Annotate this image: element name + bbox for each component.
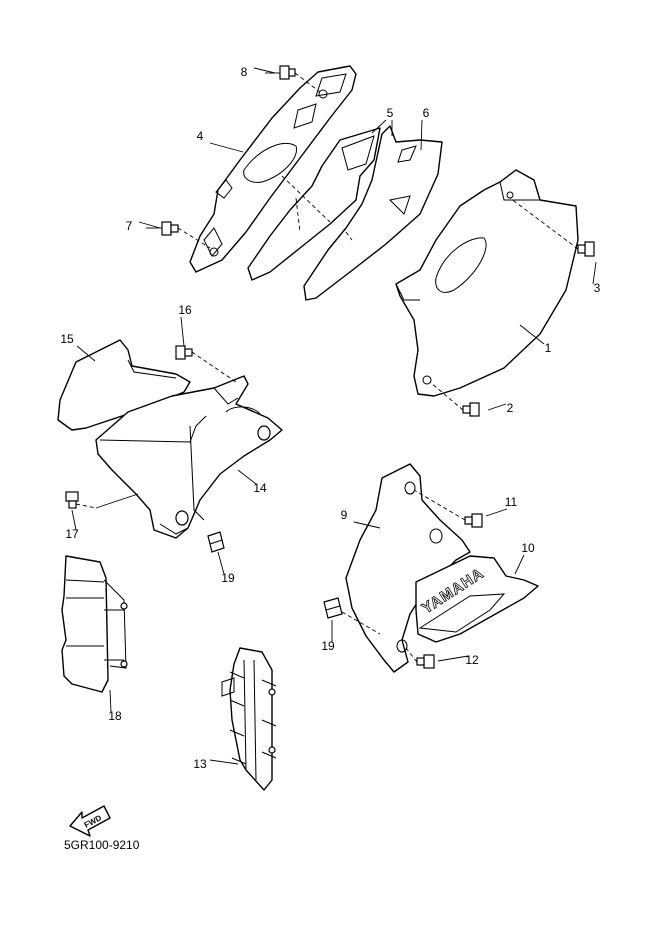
callout-label-c17: 17 — [65, 527, 79, 541]
callout-leader-c10 — [514, 554, 525, 575]
callout-label-c8: 8 — [241, 65, 248, 79]
callout-label-c9: 9 — [341, 508, 348, 522]
fwd-arrow-icon: FWD — [69, 805, 111, 837]
callout-label-c5: 5 — [387, 106, 394, 120]
bolt-3 — [509, 197, 595, 257]
callout-leader-c16 — [180, 316, 185, 347]
callout-label-c19a: 19 — [221, 571, 235, 585]
callout-leader-c8 — [253, 67, 276, 74]
callout-label-c13: 13 — [193, 757, 207, 771]
callout-leader-c1 — [519, 324, 545, 345]
callout-leader-c5 — [371, 119, 387, 134]
bolt-17 — [65, 491, 139, 509]
clip-19-right — [323, 597, 381, 635]
diagram-code: 5GR100-9210 — [64, 838, 140, 852]
bolt-8 — [265, 65, 321, 93]
bolt-16 — [175, 345, 237, 383]
callout-leader-c14 — [237, 469, 257, 485]
callout-leader-c19a — [217, 551, 225, 575]
bolt-11 — [413, 489, 483, 528]
callout-leader-c3 — [592, 261, 597, 285]
callout-leader-c7 — [138, 221, 161, 229]
callout-leader-c18 — [109, 689, 112, 713]
part-6-decal — [303, 125, 443, 301]
part-14-shroud — [95, 375, 283, 539]
callout-label-c2: 2 — [507, 401, 514, 415]
part-10-logo-decal: YAMAHA — [415, 555, 539, 643]
bolt-12 — [405, 647, 435, 669]
callout-leader-c13 — [209, 759, 239, 765]
callout-label-c12: 12 — [465, 653, 479, 667]
callout-label-c4: 4 — [197, 129, 204, 143]
callout-leader-c2 — [487, 403, 507, 411]
callout-label-c11: 11 — [505, 495, 518, 509]
callout-label-c7: 7 — [126, 219, 133, 233]
bolt-2 — [429, 381, 480, 417]
callout-leader-c9 — [353, 521, 381, 529]
part-1-side-cover — [395, 169, 579, 397]
callout-label-c1: 1 — [545, 341, 552, 355]
clip-19-left — [207, 531, 225, 553]
callout-label-c18: 18 — [108, 709, 122, 723]
part-18-radiator-guard — [61, 555, 128, 693]
callout-leader-c12 — [437, 655, 469, 662]
part-9-shroud — [345, 463, 471, 673]
callout-label-c10: 10 — [521, 541, 535, 555]
callout-leader-c17 — [71, 509, 77, 531]
callout-leader-c15 — [76, 345, 96, 362]
callout-label-c15: 15 — [60, 332, 74, 346]
part-4-side-cover — [189, 65, 357, 273]
callout-label-c16: 16 — [178, 303, 192, 317]
callout-label-c3: 3 — [594, 281, 601, 295]
callout-leader-c6 — [420, 119, 423, 151]
part-13-radiator-grille — [221, 647, 277, 791]
callout-label-c19b: 19 — [321, 639, 335, 653]
callout-label-c6: 6 — [423, 106, 430, 120]
callout-leader-c11 — [485, 508, 508, 517]
part-5-panel — [247, 127, 381, 281]
callout-label-c14: 14 — [253, 481, 267, 495]
callout-leader-c4 — [209, 142, 244, 153]
